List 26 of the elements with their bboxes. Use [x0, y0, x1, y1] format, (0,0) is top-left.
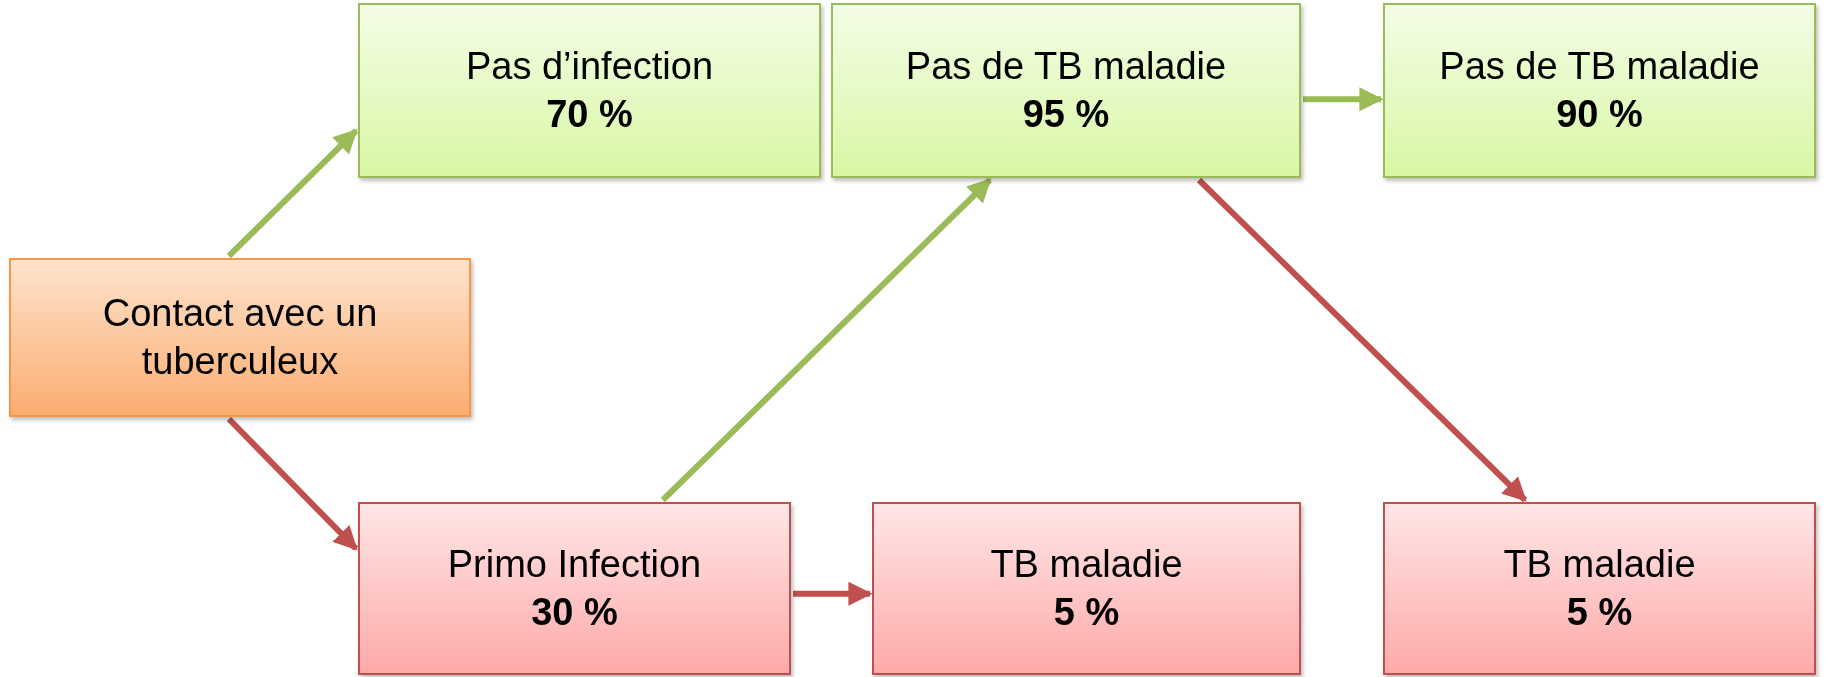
arrow — [226, 128, 359, 259]
arrow — [1196, 177, 1528, 503]
node-title: Pas de TB maladie — [905, 44, 1227, 89]
percentage: 30 % — [531, 589, 618, 635]
node-title: Pas d’infection — [465, 44, 714, 89]
outcome-box — [358, 3, 821, 178]
percentage: 5 % — [1053, 589, 1120, 635]
arrow — [660, 177, 992, 503]
percentage: 90 % — [1556, 91, 1643, 137]
start-box — [9, 258, 471, 417]
node-title: Primo Infection — [447, 542, 702, 587]
outcome-box — [872, 502, 1301, 675]
outcome-box — [358, 502, 791, 675]
node-title: Pas de TB maladie — [1439, 44, 1760, 89]
node-title: TB maladie — [1503, 542, 1696, 587]
outcome-box — [1383, 3, 1816, 178]
arrow — [226, 416, 359, 551]
arrow — [1303, 87, 1384, 112]
node-title: Contact avec un tuberculeux — [101, 291, 379, 384]
node-title: TB maladie — [990, 542, 1183, 587]
percentage: 70 % — [546, 91, 633, 137]
percentage: 5 % — [1566, 589, 1633, 635]
outcome-box — [1383, 502, 1816, 675]
outcome-box — [831, 3, 1301, 178]
arrow — [793, 581, 873, 606]
percentage: 95 % — [1022, 91, 1110, 137]
